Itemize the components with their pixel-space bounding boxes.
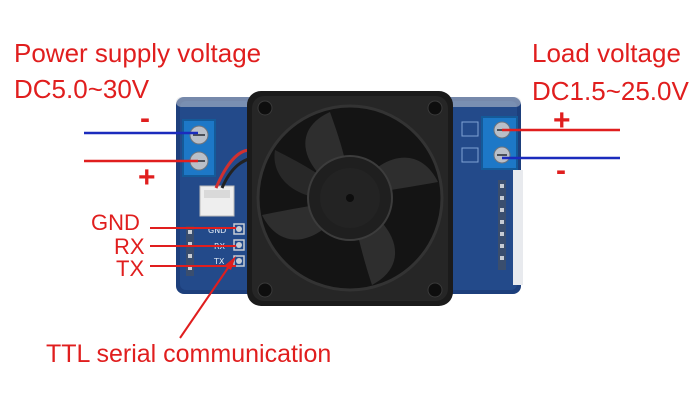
ttl-serial-label: TTL serial communication [46, 340, 332, 368]
silk-gnd: GND [208, 226, 226, 235]
input-minus-sign: - [140, 102, 150, 135]
ttl-arrow-head [224, 256, 236, 270]
input-terminal-block [182, 119, 216, 177]
input-plus-sign: + [138, 161, 156, 194]
silk-tx: TX [213, 257, 225, 266]
gnd-label: GND [91, 210, 140, 235]
output-minus-sign: - [556, 154, 566, 187]
load-voltage-title: Load voltage [532, 38, 681, 68]
output-plus-sign: + [553, 104, 571, 137]
ttl-arrow-line [179, 261, 233, 339]
cooling-fan [247, 91, 453, 306]
load-voltage-range: DC1.5~25.0V [532, 76, 689, 106]
power-supply-range: DC5.0~30V [14, 74, 150, 104]
rx-label: RX [114, 234, 145, 259]
tx-label: TX [116, 256, 145, 281]
right-pin-header [498, 170, 523, 285]
power-supply-title: Power supply voltage [14, 38, 262, 68]
